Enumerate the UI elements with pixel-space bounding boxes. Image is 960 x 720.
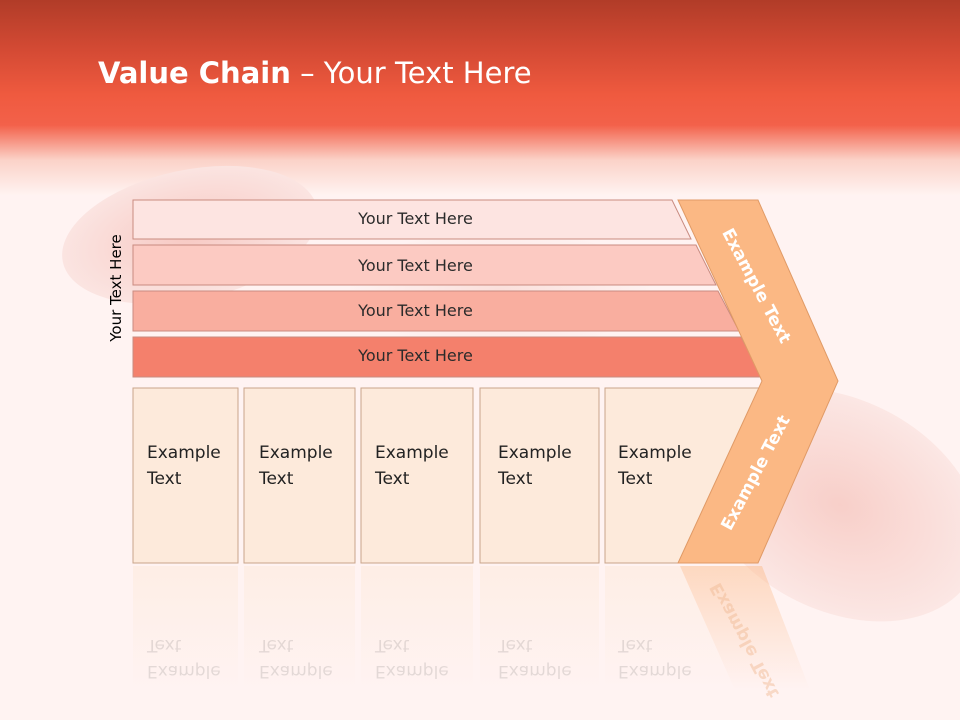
bar-label-1: Your Text Here xyxy=(358,209,473,228)
box-label-4-line2: Text xyxy=(498,469,533,489)
box-label-5-line1: Example xyxy=(618,443,692,463)
box-label-2-line1: Example xyxy=(259,443,333,463)
value-chain-bar-2 xyxy=(132,244,717,286)
slide-title-bold: Value Chain xyxy=(98,56,291,90)
box-reflection xyxy=(244,566,355,691)
box-label-1-line2: Text xyxy=(147,469,182,489)
slide-title: Value Chain – Your Text Here xyxy=(98,56,532,90)
box-reflection xyxy=(605,566,735,690)
chevron-reflection xyxy=(680,566,810,690)
box-label-1-line1: Example xyxy=(147,443,221,463)
box-label-5-line2: Text xyxy=(618,469,653,489)
box-reflection xyxy=(480,566,599,691)
support-box-4 xyxy=(479,387,600,564)
bar-label-2: Your Text Here xyxy=(358,256,473,275)
slide-title-rest: – Your Text Here xyxy=(290,56,532,90)
header-band xyxy=(0,0,960,195)
bar-label-4: Your Text Here xyxy=(358,346,473,365)
support-box-2 xyxy=(243,387,356,564)
value-chain-bar-1 xyxy=(132,199,692,240)
bar-label-3: Your Text Here xyxy=(358,301,473,320)
box-reflection xyxy=(361,566,473,691)
support-box-1 xyxy=(132,387,239,564)
value-chain-chevron xyxy=(677,199,839,564)
box-label-3-line1: Example xyxy=(375,443,449,463)
box-label-4-line1: Example xyxy=(498,443,572,463)
box-reflection xyxy=(133,566,238,691)
box-label-2-line2: Text xyxy=(259,469,294,489)
support-box-3 xyxy=(360,387,474,564)
vertical-axis-label: Your Text Here xyxy=(107,234,125,342)
box-label-3-line2: Text xyxy=(375,469,410,489)
